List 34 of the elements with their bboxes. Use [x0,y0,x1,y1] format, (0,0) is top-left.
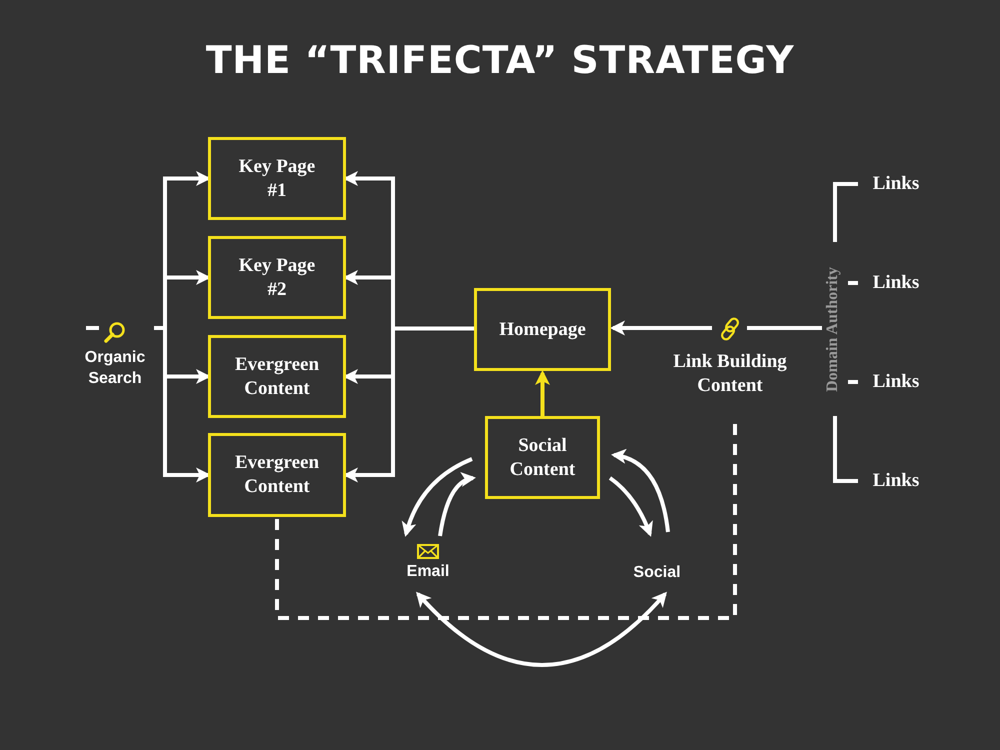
arrow [438,473,476,536]
axis-label: Domain Authority [824,266,842,392]
process-box [208,335,346,418]
arrow [608,476,653,537]
process-box [208,137,346,220]
box-label: Key Page #1 [238,154,316,202]
node-label: Link Building Content [672,350,788,398]
node-label: Links [872,172,920,196]
node-label: Social [633,562,681,583]
connector-line [833,416,858,483]
box-label: Homepage [499,318,586,342]
box-label: Social Content [508,434,576,482]
process-box [208,433,346,517]
title: THE “TRIFECTA” STRATEGY [204,38,796,82]
process-box [474,288,611,371]
connector-line [747,326,822,330]
node-label: Links [872,370,920,394]
process-box [485,416,600,499]
node-label: Organic Search [84,348,146,389]
node-label: Links [872,271,920,295]
box-label: Evergreen Content [234,352,320,400]
arrow [416,592,668,667]
arrow [535,370,550,416]
arrow [610,320,712,336]
process-box [208,236,346,319]
connector-line [848,380,858,384]
arrow [611,450,670,532]
node-label: Links [872,469,920,493]
arrow [402,457,473,537]
node-label: Email [406,562,450,582]
connector-line [848,281,858,285]
box-label: Evergreen Content [234,451,320,499]
connector-line [833,182,858,242]
box-label: Key Page #2 [238,254,316,302]
